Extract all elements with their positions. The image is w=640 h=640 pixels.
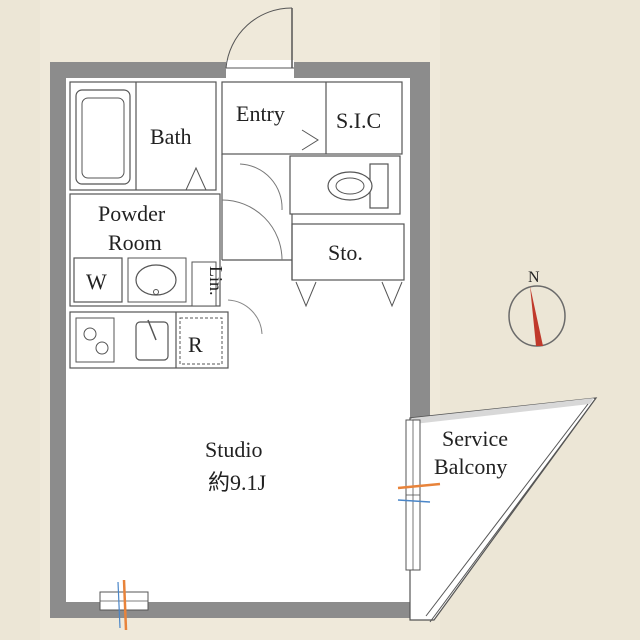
balcony-sliding-door — [397, 419, 441, 571]
entry-area — [221, 81, 403, 155]
bathtub — [75, 89, 131, 185]
bath-door — [156, 166, 207, 191]
fridge-space — [179, 317, 223, 365]
linen-closet — [191, 261, 217, 307]
label-bath: Bath — [150, 124, 192, 149]
kitchen-sink — [135, 319, 169, 361]
label-service-line2: Balcony — [434, 454, 507, 479]
entry-door-opening — [226, 60, 294, 80]
powder-room — [69, 193, 221, 307]
compass-north-label: N — [528, 269, 540, 286]
bottom-window — [99, 579, 149, 631]
kitchen-counter — [69, 311, 229, 369]
stove — [75, 317, 115, 363]
storage-door-marks — [295, 281, 403, 308]
label-studio: Studio — [205, 437, 262, 462]
label-sic: S.I.C — [336, 108, 381, 133]
label-sto: Sto. — [328, 240, 363, 265]
partitions — [69, 81, 405, 369]
room-labels: Bath Entry S.I.C Powder Room Sto. W Lin.… — [86, 101, 508, 495]
label-lin: Lin. — [206, 266, 226, 296]
bath-room — [69, 81, 217, 191]
label-powder-line1: Powder — [98, 201, 166, 226]
service-balcony — [409, 397, 598, 623]
label-service-line1: Service — [442, 426, 508, 451]
kitchen-door-swing — [227, 299, 263, 335]
wash-basin — [127, 257, 187, 303]
entry-step-marks — [301, 129, 319, 151]
entry-door — [225, 7, 294, 69]
washer-space — [73, 257, 123, 303]
toilet-area — [289, 155, 401, 215]
label-r: R — [188, 332, 203, 357]
label-w: W — [86, 269, 107, 294]
toilet — [327, 163, 389, 209]
compass-needle — [530, 286, 543, 346]
label-entry: Entry — [236, 101, 285, 126]
label-powder-line2: Room — [108, 230, 162, 255]
hall-door-swings — [221, 163, 283, 261]
compass: N — [508, 269, 566, 347]
label-studio-area: 約9.1J — [208, 470, 267, 495]
